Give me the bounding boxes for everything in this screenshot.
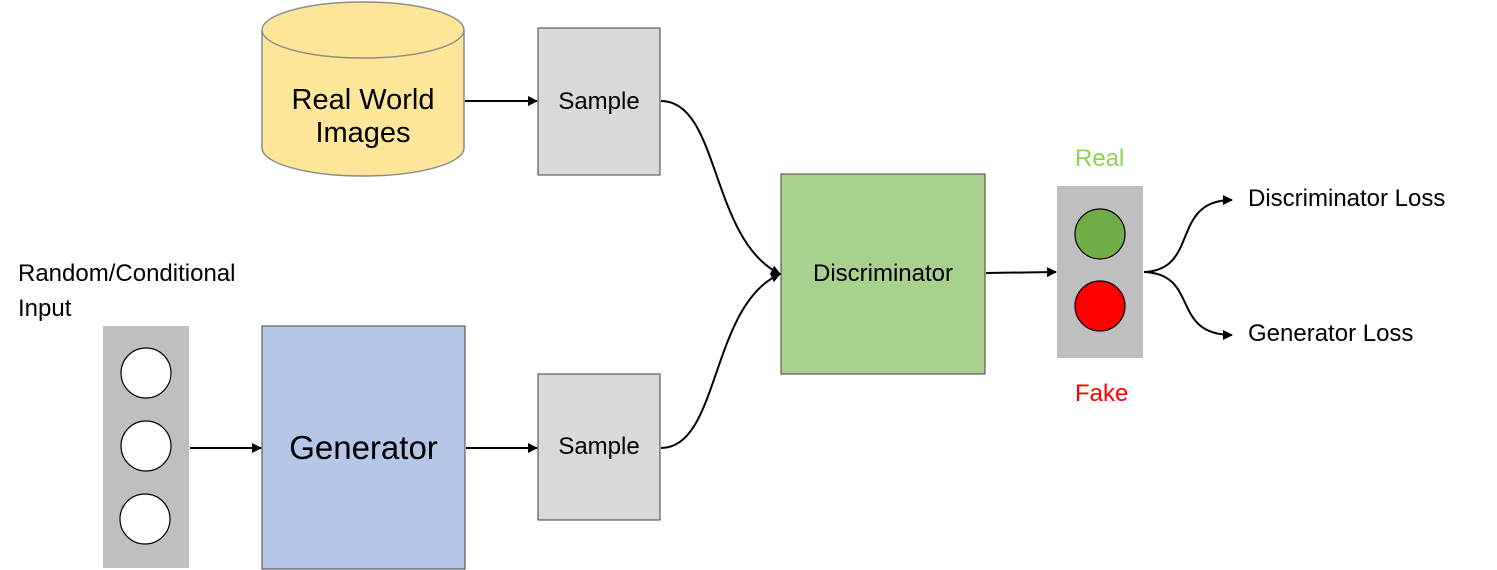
discriminator-label: Discriminator — [812, 260, 953, 288]
fake-light — [1074, 280, 1126, 332]
real-light — [1074, 208, 1126, 260]
discriminator-loss-label: Discriminator Loss — [1248, 185, 1446, 212]
curve-sample-top-to-discriminator — [660, 100, 781, 275]
real-output-label: Real — [1075, 145, 1125, 172]
input-neuron-1 — [120, 347, 172, 399]
curve-output-to-discriminator-loss — [1143, 195, 1233, 273]
generator-box — [261, 325, 466, 570]
input-label-line2: Input — [18, 295, 72, 322]
input-neuron-3 — [119, 493, 171, 545]
sample-top-label: Sample — [558, 87, 640, 115]
real-world-images-line1: Real World — [291, 83, 435, 116]
generator-label: Generator — [289, 428, 438, 466]
sample-top-box — [537, 27, 661, 176]
real-world-images-line2: Images — [315, 117, 411, 149]
fake-output-label: Fake — [1075, 380, 1129, 407]
input-label-line1: Random/Conditional — [18, 260, 236, 287]
sample-bottom-box — [537, 373, 661, 521]
sample-bottom-label: Sample — [558, 433, 640, 461]
generator-loss-label: Generator Loss — [1248, 320, 1414, 347]
real-world-images-database — [261, 1, 465, 177]
input-label: Random/Conditional Input — [18, 256, 235, 326]
discriminator-box — [780, 173, 986, 375]
arrow-discriminator-to-output — [985, 267, 1057, 278]
real-world-images-label: Real World Images — [262, 78, 464, 156]
curve-sample-bottom-to-discriminator — [660, 273, 781, 449]
input-neuron-2 — [120, 420, 172, 472]
curve-output-to-generator-loss — [1143, 271, 1233, 340]
